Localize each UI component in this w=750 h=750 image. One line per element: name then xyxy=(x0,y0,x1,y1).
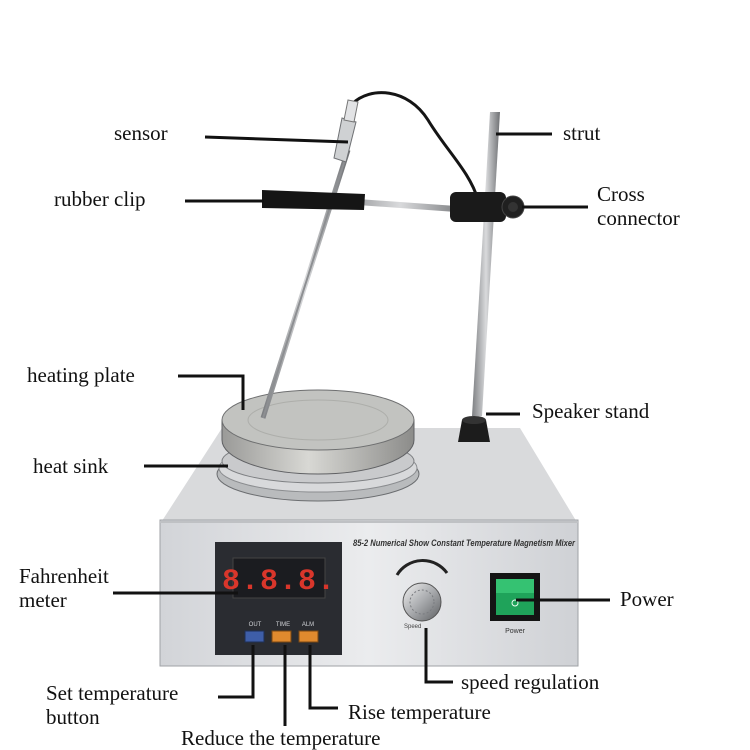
label-speed-regulation: speed regulation xyxy=(461,670,600,694)
leader-rise-temperature xyxy=(308,645,338,710)
label-cross-connector-line1: Cross xyxy=(597,182,645,206)
strut xyxy=(472,112,500,416)
speed-text: Speed xyxy=(404,624,421,630)
label-heat-sink: heat sink xyxy=(33,454,109,478)
speaker-stand xyxy=(458,416,490,442)
display-digits: 8.8.8. xyxy=(222,565,336,599)
set-temperature-button[interactable] xyxy=(244,630,265,643)
label-fahrenheit-meter-line1: Fahrenheit xyxy=(19,564,109,588)
leader-sensor xyxy=(204,135,349,144)
temperature-display-module: 8.8.8. OUT TIME ALM xyxy=(215,542,342,655)
label-set-temperature-line1: Set temperature xyxy=(46,681,179,705)
model-text: 85-2 Numerical Show Constant Temperature… xyxy=(353,538,576,549)
label-speaker-stand: Speaker stand xyxy=(532,399,650,423)
label-rise-temperature: Rise temperature xyxy=(348,700,491,724)
label-reduce-temperature: Reduce the temperature xyxy=(181,726,381,750)
power-switch[interactable]: Power xyxy=(490,573,540,635)
leader-lines xyxy=(113,132,610,726)
leader-heating-plate xyxy=(178,374,245,410)
cross-connector xyxy=(450,192,525,222)
sensor-probe xyxy=(260,99,359,419)
label-fahrenheit-meter-line2: meter xyxy=(19,588,67,613)
sensor-cable xyxy=(350,91,480,201)
label-set-temperature-line2: button xyxy=(46,705,100,730)
rubber-clip xyxy=(262,190,365,210)
rise-temperature-button[interactable] xyxy=(298,630,319,643)
speed-knob[interactable]: Speed xyxy=(395,559,449,630)
button-label-time: TIME xyxy=(276,622,290,628)
reduce-temperature-button[interactable] xyxy=(271,630,292,643)
label-cross-connector: Cross connector xyxy=(597,182,680,230)
button-label-out: OUT xyxy=(249,622,262,628)
power-switch-text: Power xyxy=(505,628,526,635)
label-rubber-clip: rubber clip xyxy=(54,187,146,211)
leader-set-temperature xyxy=(218,645,255,699)
label-power: Power xyxy=(620,587,674,611)
label-cross-connector-line2: connector xyxy=(597,206,680,231)
button-label-alm: ALM xyxy=(302,622,314,628)
heating-plate xyxy=(221,389,415,475)
label-heating-plate: heating plate xyxy=(27,363,135,387)
label-fahrenheit-meter: Fahrenheit meter xyxy=(19,564,109,612)
label-set-temperature: Set temperature button xyxy=(46,681,178,729)
label-strut: strut xyxy=(563,121,601,145)
label-sensor: sensor xyxy=(114,121,168,145)
leader-speed-regulation xyxy=(424,628,453,684)
